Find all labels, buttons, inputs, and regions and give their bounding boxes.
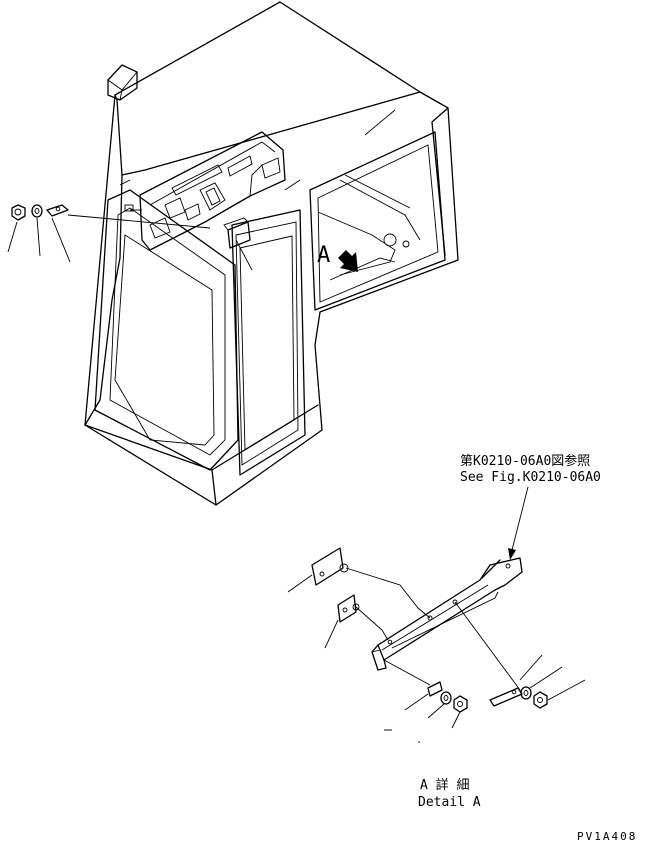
reference-callout: 第K0210-06A0図参照 See Fig.K0210-06A0 bbox=[460, 453, 601, 560]
washer-part bbox=[31, 204, 43, 218]
detail-caption: A 詳 細 Detail A bbox=[418, 777, 481, 810]
callout-jp-text: 第K0210-06A0図参照 bbox=[460, 453, 590, 469]
cab-assembly bbox=[84, 1, 459, 506]
view-marker-label: A bbox=[317, 243, 330, 268]
left-fastener-group bbox=[7, 204, 253, 271]
nut-part bbox=[11, 204, 26, 221]
drawing-code-text: PV1A408 bbox=[577, 830, 637, 843]
detail-a-assembly bbox=[287, 547, 586, 743]
detail-jp-text: A 詳 細 bbox=[420, 777, 469, 793]
bracket-part bbox=[46, 204, 69, 217]
detail-en-text: Detail A bbox=[418, 795, 481, 810]
view-arrow-a: A bbox=[317, 243, 358, 272]
callout-en-text: See Fig.K0210-06A0 bbox=[460, 470, 601, 485]
